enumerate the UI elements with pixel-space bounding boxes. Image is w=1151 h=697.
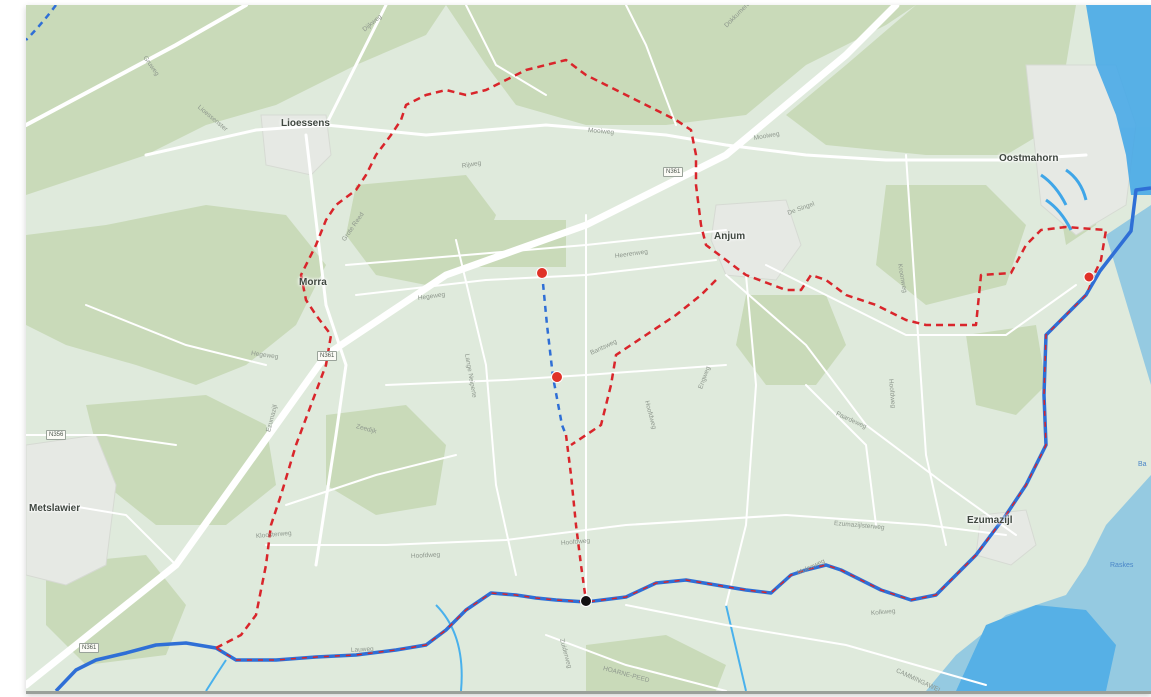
- road-shield-n361: N361: [317, 351, 338, 361]
- town-label-metslawier: Metslawier: [29, 503, 81, 514]
- road-shield-n361: N361: [663, 167, 684, 177]
- harbour-basins: [1040, 168, 1088, 231]
- marker-red-1[interactable]: [536, 267, 548, 279]
- water-label: Ba: [1138, 461, 1147, 468]
- street-label: Hoofdweg: [410, 551, 441, 560]
- street-label: Lauweg: [350, 645, 374, 654]
- marker-red-2[interactable]: [551, 371, 563, 383]
- built-up-areas: [26, 64, 1137, 586]
- water-label: Raskes: [1110, 562, 1134, 569]
- map-canvas[interactable]: [26, 5, 1151, 691]
- roads: [26, 5, 1088, 691]
- water-bodies: [926, 5, 1151, 691]
- road-shield-n361: N361: [79, 643, 100, 653]
- map-view[interactable]: Lioessens Morra Anjum Oostmahorn Metslaw…: [26, 5, 1151, 694]
- connector-red-dashed[interactable]: [564, 434, 588, 602]
- walking-route-red-dashed[interactable]: [215, 58, 1108, 650]
- marker-black[interactable]: [580, 595, 592, 607]
- town-label-lioessens: Lioessens: [281, 118, 330, 129]
- road-shield-n356: N356: [46, 430, 67, 440]
- route-fragment-top-left: [26, 5, 57, 41]
- marker-red-3[interactable]: [1083, 271, 1095, 283]
- town-label-ezumazijl: Ezumazijl: [967, 515, 1013, 526]
- town-label-morra: Morra: [299, 277, 327, 288]
- town-label-anjum: Anjum: [714, 231, 746, 242]
- streams: [205, 604, 747, 691]
- route-branch-red-dashed[interactable]: [570, 279, 717, 447]
- town-label-oostmahorn: Oostmahorn: [999, 153, 1059, 164]
